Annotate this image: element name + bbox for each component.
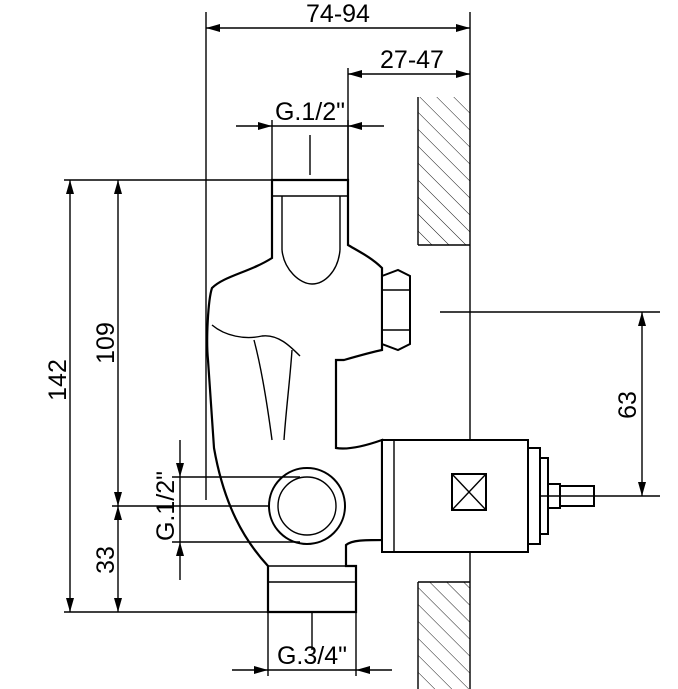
hex-plug xyxy=(381,268,411,352)
bottom-outlet-label: G.3/4" xyxy=(277,642,347,670)
side-inlet-boss xyxy=(268,467,346,545)
wall-hatch-top xyxy=(418,97,470,245)
square-cross-icon xyxy=(451,473,487,511)
dimension-height-total xyxy=(64,179,272,613)
height-total-label: 142 xyxy=(44,359,72,401)
dimension-top-inlet xyxy=(236,120,384,180)
dimension-spindle-height xyxy=(638,312,646,496)
dimension-height-lower xyxy=(114,506,122,612)
wall-section xyxy=(417,12,471,689)
dimension-side-inlet xyxy=(172,440,300,580)
top-inlet-label: G.1/2" xyxy=(275,98,345,126)
centre-lines xyxy=(309,135,660,650)
height-lower-label: 33 xyxy=(92,546,120,574)
valve-housing xyxy=(206,178,384,614)
wall-offset-label: 27-47 xyxy=(380,46,444,74)
wall-hatch-bottom xyxy=(418,582,470,689)
dimension-bottom-outlet xyxy=(232,612,392,676)
side-inlet-label: G.1/2" xyxy=(152,471,180,541)
dimension-overall-depth xyxy=(205,12,470,500)
overall-depth-label: 74-94 xyxy=(306,0,370,28)
valve-body xyxy=(206,178,384,614)
spindle-height-label: 63 xyxy=(614,391,642,419)
dimension-height-upper xyxy=(112,180,270,507)
hex-plug-outline xyxy=(381,268,411,352)
height-upper-label: 109 xyxy=(92,322,120,364)
